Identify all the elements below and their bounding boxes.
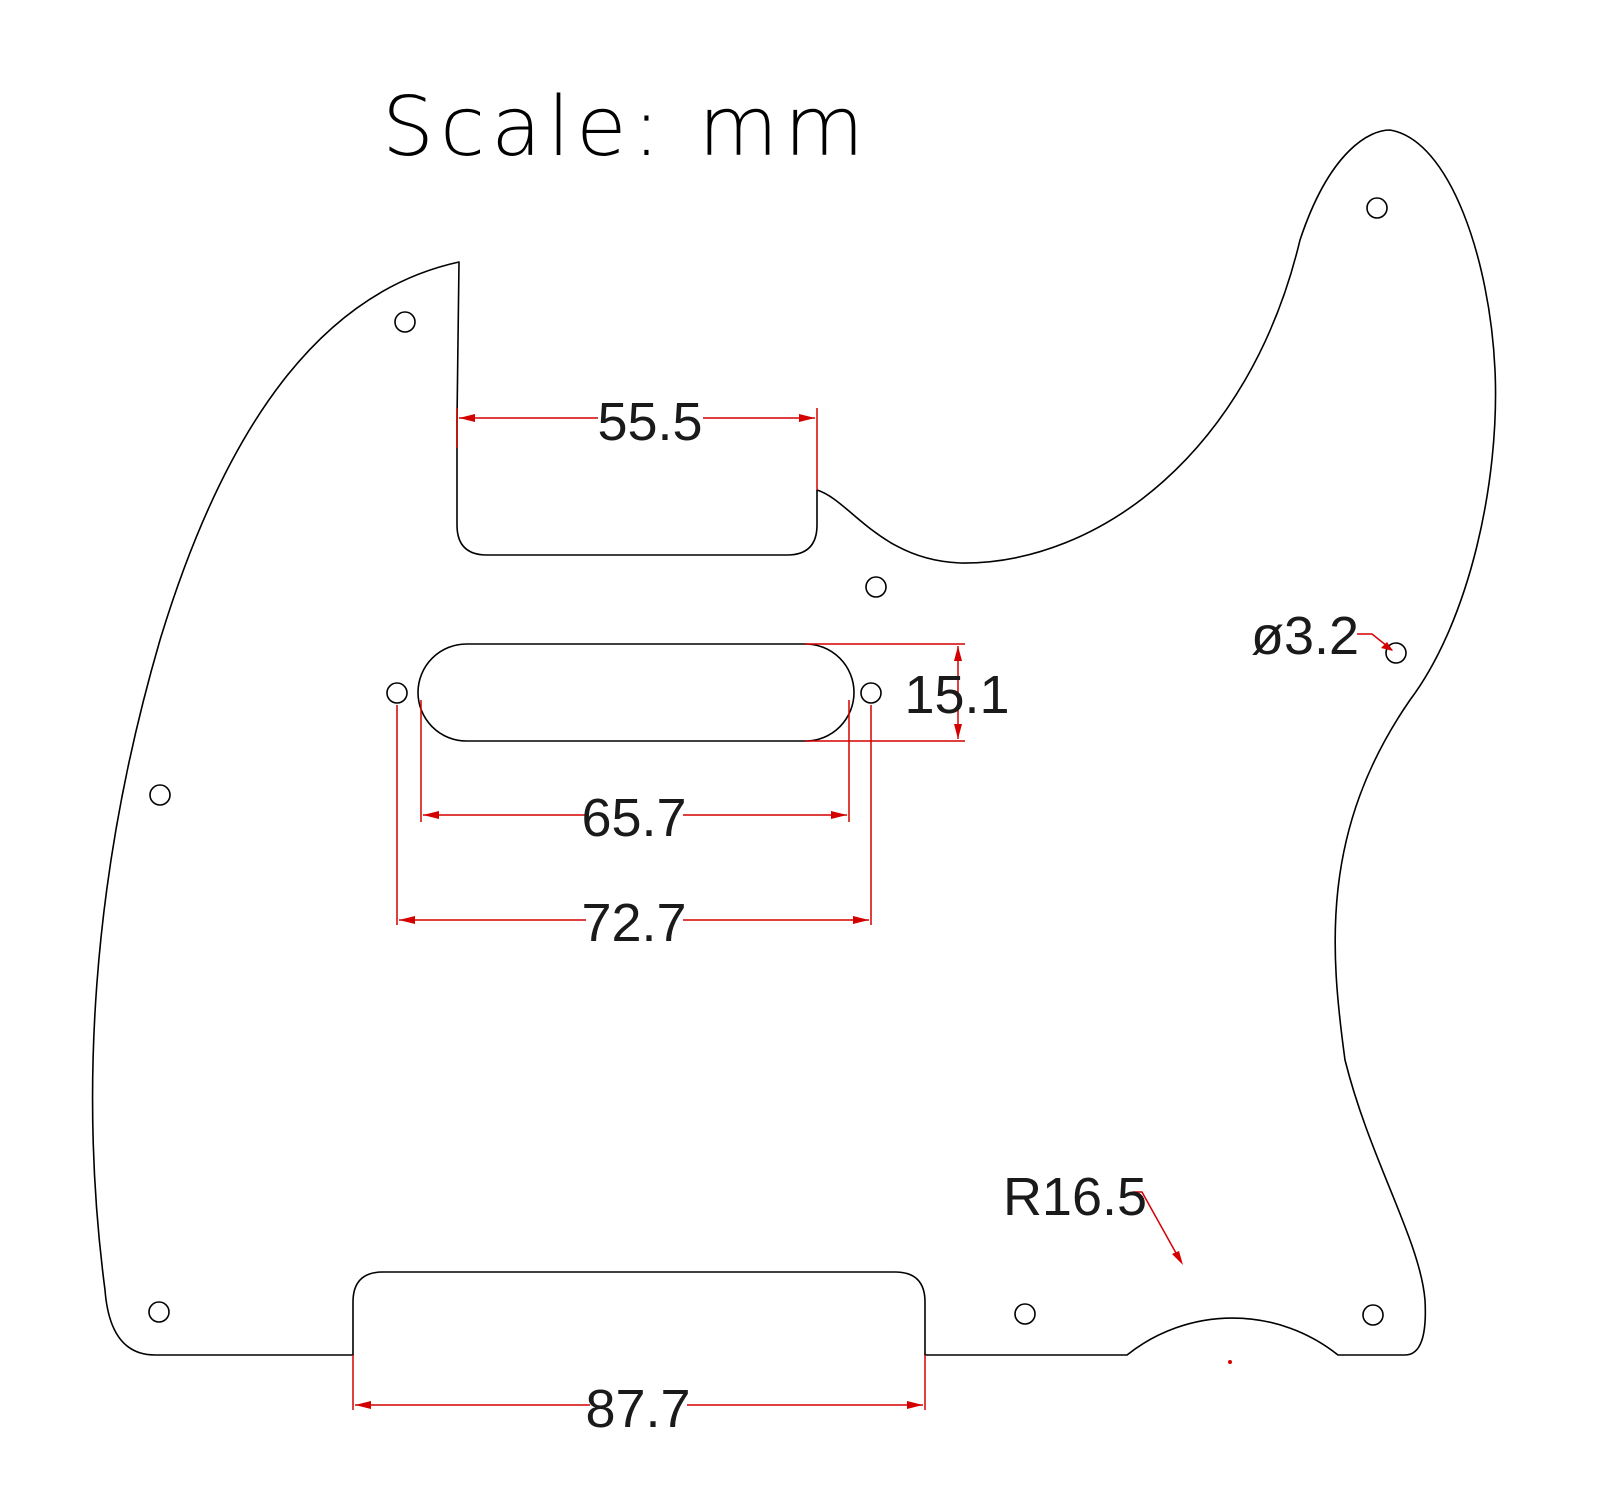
scale-title: Scale: mm xyxy=(382,80,870,175)
dimension-label: 55.5 xyxy=(597,392,702,452)
mounting-hole xyxy=(1362,1304,1384,1326)
mounting-hole xyxy=(148,1301,170,1323)
mounting-hole xyxy=(1385,642,1407,664)
mounting-hole xyxy=(1366,197,1388,219)
dimension-87-7: 87.7 xyxy=(352,1355,926,1439)
dimension-label: 15.1 xyxy=(904,665,1009,725)
pickup-screw-hole xyxy=(386,682,408,704)
dimension-label: 87.7 xyxy=(585,1379,690,1439)
pickguard-outline xyxy=(91,129,1497,1356)
dimension-15-1: 15.1 xyxy=(805,643,1010,742)
dimension-55-5: 55.5 xyxy=(456,392,818,490)
dimension-label: R16.5 xyxy=(1003,1167,1147,1227)
mounting-hole xyxy=(1014,1303,1036,1325)
dimension-72-7: 72.7 xyxy=(396,705,872,953)
control-radius-callout: R16.5 xyxy=(1003,1167,1183,1265)
mounting-hole xyxy=(394,311,416,333)
pickup-screw-hole xyxy=(860,682,882,704)
hole-diameter-callout: ø3.2 xyxy=(1251,606,1393,666)
dimension-65-7: 65.7 xyxy=(420,700,850,848)
bridge-pickup-slot xyxy=(417,643,855,742)
dimension-label: 65.7 xyxy=(581,788,686,848)
dimension-label: ø3.2 xyxy=(1251,606,1359,666)
mounting-hole xyxy=(865,576,887,598)
center-mark xyxy=(1228,1360,1232,1364)
mounting-hole xyxy=(149,784,171,806)
dimension-label: 72.7 xyxy=(581,893,686,953)
